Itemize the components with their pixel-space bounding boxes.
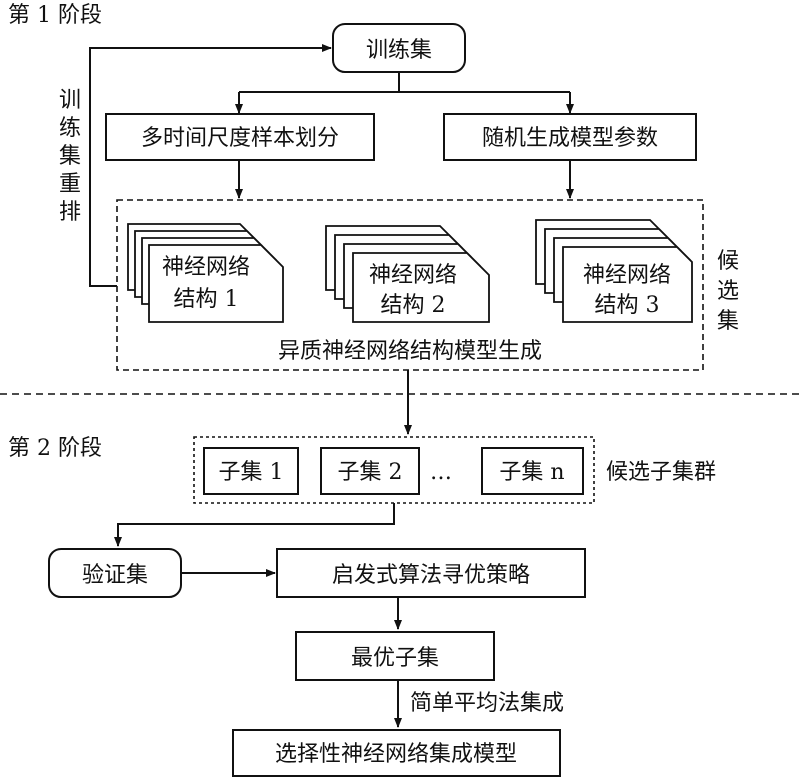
- final-model-box: [232, 729, 561, 777]
- structure-1-line1: 神经网络: [162, 255, 250, 280]
- candidate-subset-group-text: 候选子集群: [606, 460, 716, 485]
- svg-text:集: 集: [717, 309, 739, 334]
- structure-stack-1: 神经网络 结构 1: [127, 223, 284, 323]
- final-model-text: 选择性神经网络集成模型: [275, 742, 517, 767]
- subset-1-text: 子集 1: [219, 460, 284, 485]
- heterogeneous-generation-text: 异质神经网络结构模型生成: [278, 339, 542, 364]
- best-subset-box: [295, 631, 495, 681]
- structure-2-line1: 神经网络: [369, 263, 457, 288]
- svg-text:集: 集: [59, 144, 81, 169]
- stage1-label: 第 1 阶段: [8, 3, 102, 28]
- svg-text:训: 训: [59, 88, 81, 113]
- heterogeneous-region: [116, 199, 704, 371]
- structure-3-line1: 神经网络: [583, 263, 671, 288]
- subset-2-text: 子集 2: [338, 460, 403, 485]
- simple-average-text: 简单平均法集成: [410, 691, 564, 716]
- arrow-to-validation-set: [114, 503, 395, 547]
- best-subset-text: 最优子集: [351, 646, 439, 671]
- random-params-box: [443, 113, 697, 161]
- svg-text:练: 练: [59, 116, 81, 141]
- svg-text:排: 排: [59, 200, 81, 225]
- subset-1-box: [203, 447, 299, 495]
- structure-2-line2: 结构 2: [381, 293, 446, 318]
- svg-text:重: 重: [59, 172, 81, 197]
- structure-stack-3: 神经网络 结构 3: [535, 219, 693, 323]
- svg-text:选: 选: [717, 279, 739, 304]
- structure-3-line2: 结构 3: [595, 293, 660, 318]
- heuristic-box: [276, 548, 586, 598]
- svg-text:候: 候: [717, 249, 739, 274]
- reorder-feedback-arrow: [89, 44, 332, 287]
- stage2-label: 第 2 阶段: [8, 436, 102, 461]
- candidate-set-label: 候 选 集: [717, 249, 739, 334]
- structure-1-line2: 结构 1: [174, 287, 239, 312]
- random-params-text: 随机生成模型参数: [482, 126, 658, 151]
- structure-stack-2: 神经网络 结构 2: [325, 225, 490, 323]
- validation-set-text: 验证集: [82, 563, 148, 588]
- heuristic-text: 启发式算法寻优策略: [332, 563, 530, 588]
- subset-ellipsis: …: [430, 460, 452, 485]
- subset-n-box: [481, 447, 584, 495]
- subset-2-box: [320, 447, 420, 495]
- multi-scale-text: 多时间尺度样本划分: [141, 126, 339, 151]
- training-set-text: 训练集: [366, 38, 432, 63]
- subset-n-text: 子集 n: [499, 460, 564, 485]
- reorder-label: 训 练 集 重 排: [59, 88, 81, 225]
